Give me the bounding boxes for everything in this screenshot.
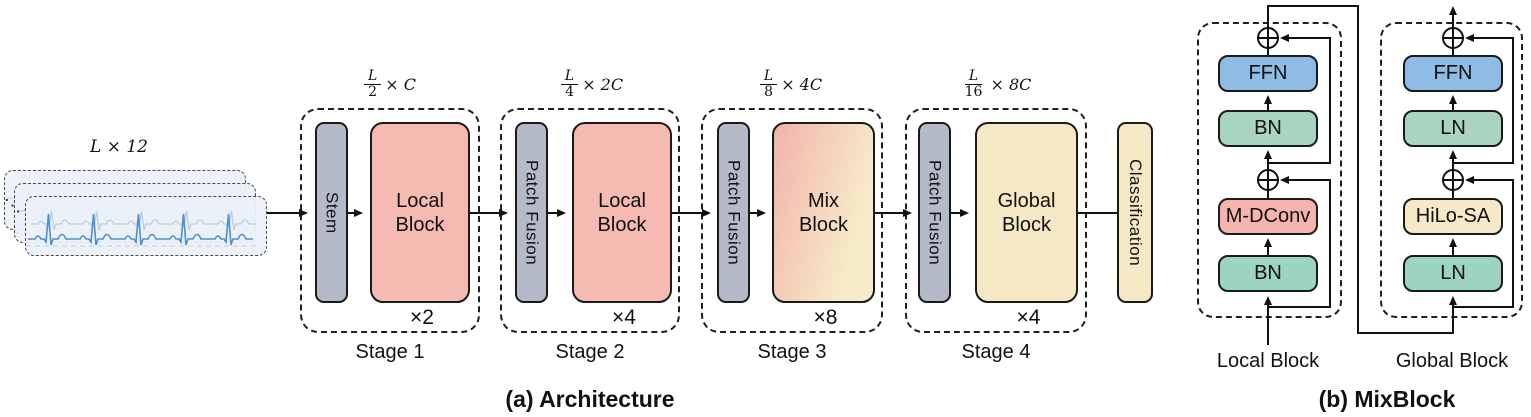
dim-fraction: L 8 (759, 69, 778, 99)
ecg-card-front (25, 196, 267, 256)
global-hilo-sa-block: HiLo-SA (1403, 198, 1503, 235)
stage2-repeat-label: ×4 (612, 306, 636, 329)
caption-architecture: (a) Architecture (505, 385, 675, 412)
stage1-local-block: Local Block (370, 122, 470, 303)
global-ln-top-block: LN (1403, 110, 1503, 147)
stage2-box (500, 108, 680, 333)
stack-ellipsis-icon: ⋱ (4, 196, 21, 215)
stage2-patch-fusion-block: Patch Fusion (515, 122, 548, 303)
local-mdconv-block: M-DConv (1218, 198, 1318, 235)
stage1-box (300, 108, 480, 333)
stage3-mix-block: Mix Block (772, 122, 875, 303)
stage3-box (701, 108, 883, 333)
stage4-label: Stage 4 (961, 340, 1031, 363)
stage2-local-block: Local Block (572, 122, 672, 303)
local-bn-top-block: BN (1218, 110, 1318, 147)
global-ffn-block: FFN (1403, 55, 1503, 92)
stage1-label: Stage 1 (355, 340, 425, 363)
ecg-waveform (26, 210, 260, 247)
stem-block: Stem (315, 122, 348, 303)
stage1-dim-label: L 2 × C (320, 63, 460, 105)
stage4-box (905, 108, 1087, 333)
classification-block: Classification (1117, 122, 1153, 303)
local-ffn-block: FFN (1218, 55, 1318, 92)
stage4-dim-label: L 16 × 8C (926, 63, 1066, 105)
stage3-repeat-label: ×8 (813, 306, 838, 329)
global-block-label: Global Block (1395, 349, 1509, 372)
stage2-dim-label: L 4 × 2C (522, 63, 662, 105)
stage1-repeat-label: ×2 (410, 306, 434, 329)
stage3-dim-label: L 8 × 4C (721, 63, 861, 105)
input-dims-label: L × 12 (90, 137, 148, 157)
local-block-label: Local Block (1216, 349, 1320, 372)
stage4-patch-fusion-block: Patch Fusion (918, 122, 951, 303)
stage3-label: Stage 3 (757, 340, 827, 363)
stage4-global-block: Global Block (975, 122, 1078, 303)
stage2-label: Stage 2 (555, 340, 625, 363)
stage3-patch-fusion-block: Patch Fusion (717, 122, 750, 303)
dim-fraction: L 4 (560, 69, 579, 99)
local-bn-bottom-block: BN (1218, 255, 1318, 292)
global-ln-bottom-block: LN (1403, 255, 1503, 292)
dim-fraction: L 2 (363, 69, 382, 99)
caption-mixblock: (b) MixBlock (1318, 385, 1456, 412)
stage4-repeat-label: ×4 (1016, 306, 1041, 329)
dim-fraction: L 16 (964, 67, 983, 100)
